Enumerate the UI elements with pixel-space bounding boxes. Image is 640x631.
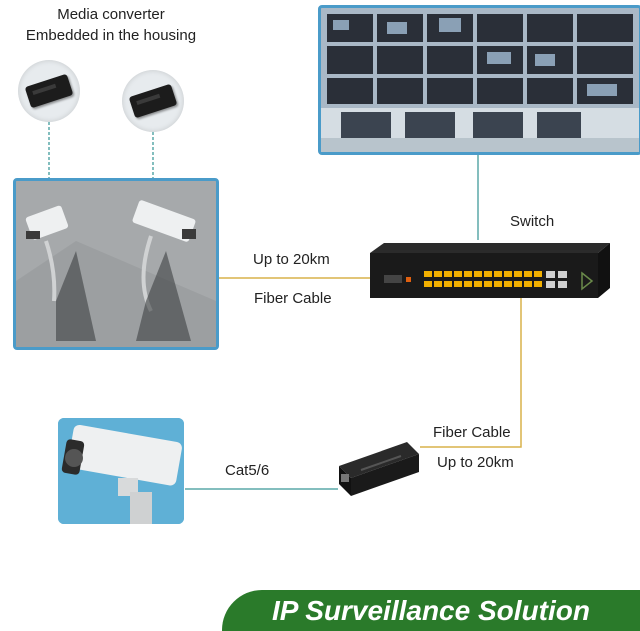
bullet-camera-icon bbox=[58, 418, 184, 524]
monitor-wall-image bbox=[321, 8, 639, 152]
upper-distance-label: Up to 20km bbox=[253, 251, 330, 268]
converter-circle-left bbox=[18, 60, 80, 122]
banner-title: IP Surveillance Solution bbox=[222, 590, 640, 631]
standalone-media-converter bbox=[335, 440, 421, 498]
lower-distance-label: Up to 20km bbox=[437, 454, 514, 471]
title-banner: IP Surveillance Solution bbox=[222, 590, 640, 631]
bullet-camera-panel bbox=[58, 418, 184, 524]
media-converter-icon bbox=[129, 84, 178, 119]
switch-icon bbox=[370, 243, 610, 298]
camera-panel bbox=[13, 178, 219, 350]
converter-circle-right bbox=[122, 70, 184, 132]
switch-label: Switch bbox=[510, 213, 554, 230]
network-switch bbox=[370, 243, 610, 298]
copper-cable-label: Cat5/6 bbox=[225, 462, 269, 479]
media-converter-icon bbox=[25, 74, 74, 109]
upper-cable-label: Fiber Cable bbox=[254, 290, 332, 307]
lower-cable-label: Fiber Cable bbox=[433, 424, 511, 441]
wall-cameras-image bbox=[16, 181, 216, 347]
media-converter-icon bbox=[335, 440, 421, 498]
monitor-wall-panel bbox=[318, 5, 640, 155]
